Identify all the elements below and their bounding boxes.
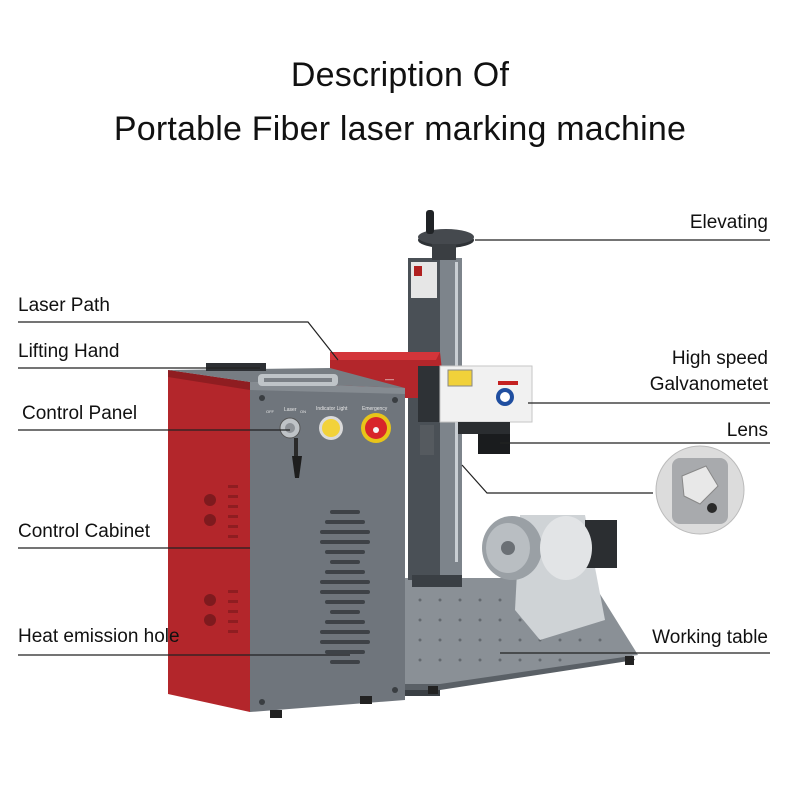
leader-lines (18, 239, 770, 656)
label-lens: Lens (726, 420, 768, 441)
label-high-speed-line1: High speed (671, 348, 768, 369)
title-line-1: Description Of (290, 56, 510, 94)
svg-text:—: — (385, 374, 394, 384)
panel-key-on: ON (300, 409, 306, 414)
panel-indicator-label: Indicator Light (316, 406, 348, 412)
label-elevating: Elevating (689, 212, 768, 233)
elevating-handwheel-graphic (418, 210, 474, 260)
label-high-speed-line2: Galvanometet (649, 374, 768, 395)
label-laser-path: Laser Path (18, 295, 110, 316)
rotary-chuck-graphic (482, 515, 617, 640)
label-control-panel: Control Panel (22, 403, 138, 424)
lens-inset-graphic (655, 445, 745, 535)
panel-key-label: Laser (284, 407, 297, 413)
panel-key-off: OFF (266, 409, 275, 414)
galvanometer-graphic (418, 365, 533, 455)
panel-emergency-label: Emergency (362, 406, 388, 412)
label-lifting-hand: Lifting Hand (18, 341, 120, 362)
leader-laser-path (18, 321, 339, 361)
control-cabinet-graphic (168, 363, 405, 718)
label-heat-emission-hole: Heat emission hole (18, 626, 180, 647)
title-line-2: Portable Fiber laser marking machine (113, 110, 687, 148)
label-control-cabinet: Control Cabinet (18, 521, 151, 542)
leader-lens-inset (461, 464, 653, 494)
label-working-table: Working table (652, 627, 768, 648)
